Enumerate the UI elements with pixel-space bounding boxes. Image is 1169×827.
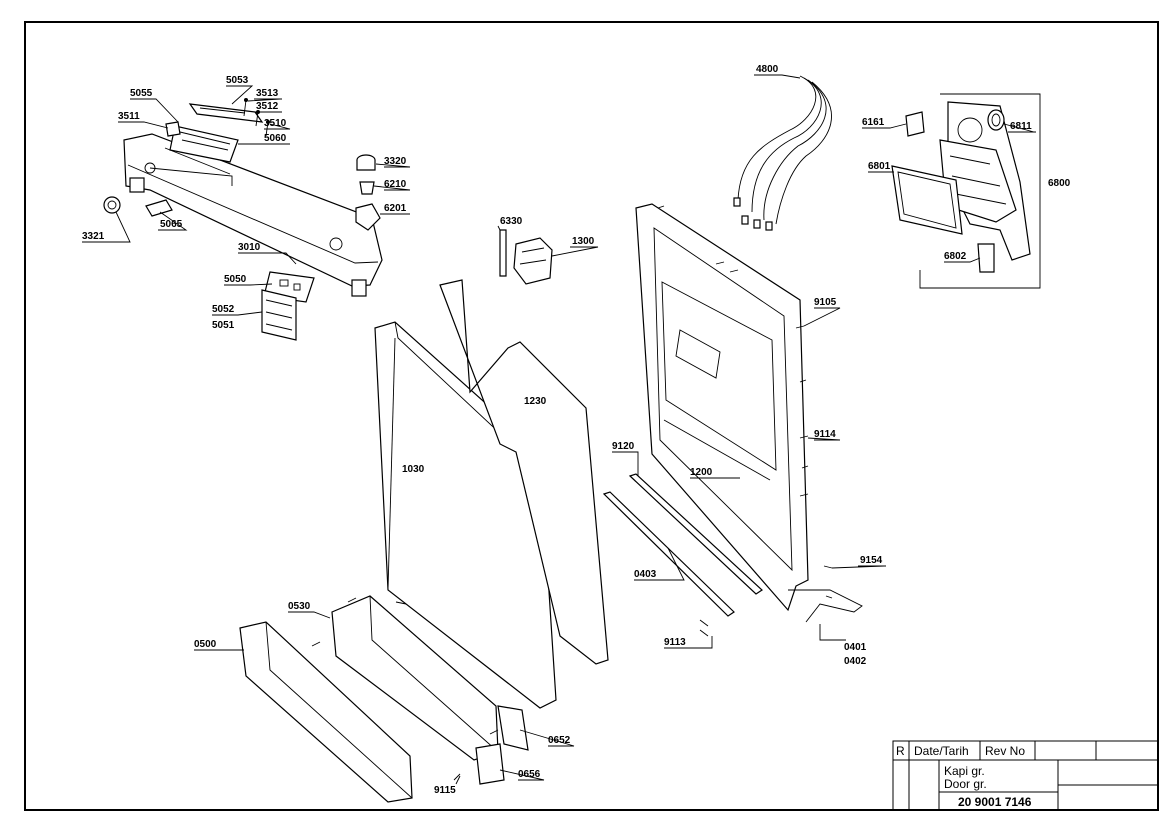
plate-0652 <box>497 705 529 751</box>
insulation-1230 <box>439 279 609 665</box>
part-0656 <box>475 743 505 785</box>
part-labels: 5053 3513 5055 3512 3511 3510 5060 3320 … <box>82 64 1071 796</box>
spring-6210 <box>359 181 375 195</box>
label-9105: 9105 <box>814 297 837 308</box>
label-1030: 1030 <box>402 464 425 475</box>
label-3010: 3010 <box>238 242 261 253</box>
label-5060: 5060 <box>264 133 287 144</box>
label-9154: 9154 <box>860 555 883 566</box>
drawing-frame <box>24 21 1159 811</box>
actuator-6802 <box>977 243 995 273</box>
label-0500: 0500 <box>194 639 217 650</box>
strip-0403 <box>602 491 735 617</box>
label-5065: 5065 <box>160 219 183 230</box>
label-6161: 6161 <box>862 117 885 128</box>
pcb-5051-5052 <box>261 289 297 341</box>
seal-9120 <box>628 473 763 595</box>
label-3510: 3510 <box>264 118 287 129</box>
dispenser-6800 <box>939 101 1031 261</box>
screws-9113 <box>699 619 709 637</box>
label-3512: 3512 <box>256 101 279 112</box>
title-block-r: R <box>896 744 905 758</box>
lock-1300 <box>513 237 553 285</box>
inner-door-1030 <box>374 321 557 709</box>
label-3513: 3513 <box>256 88 279 99</box>
plate-6161 <box>905 111 925 137</box>
cam-6201 <box>355 203 381 231</box>
ring-6811 <box>987 109 1005 131</box>
screws-lower <box>311 597 499 781</box>
label-5053: 5053 <box>226 75 249 86</box>
label-6811: 6811 <box>1010 121 1032 132</box>
label-1230: 1230 <box>524 396 547 407</box>
knob-3321 <box>103 196 121 214</box>
door-frame-1200 <box>635 203 863 623</box>
label-6802: 6802 <box>944 251 967 262</box>
bracket-line-6800 <box>919 93 1041 289</box>
label-1300: 1300 <box>572 236 595 247</box>
label-6801: 6801 <box>868 161 891 172</box>
title-block <box>892 740 1159 811</box>
label-0530: 0530 <box>288 601 311 612</box>
label-underlines <box>82 74 1036 781</box>
label-1200: 1200 <box>690 467 713 478</box>
label-5050: 5050 <box>224 274 247 285</box>
knob-3320 <box>356 154 376 171</box>
label-0656: 0656 <box>518 769 541 780</box>
cover-0500 <box>239 621 413 803</box>
label-3321: 3321 <box>82 231 105 242</box>
title-block-rev: Rev No <box>985 744 1025 758</box>
label-3511: 3511 <box>118 111 140 122</box>
label-0652: 0652 <box>548 735 571 746</box>
screws-3512-3513 <box>243 98 270 137</box>
title-block-name-tr: Kapi gr. <box>944 764 985 778</box>
display-board-5055 <box>169 125 239 163</box>
label-9113: 9113 <box>664 637 686 648</box>
label-5051: 5051 <box>212 320 235 331</box>
control-panel-3010 <box>123 133 383 297</box>
label-6201: 6201 <box>384 203 407 214</box>
label-6330: 6330 <box>500 216 523 227</box>
label-0401: 0401 <box>844 642 867 653</box>
label-0403: 0403 <box>634 569 657 580</box>
label-9114: 9114 <box>814 429 836 440</box>
screws-frame <box>657 205 833 599</box>
display-cover-5053 <box>188 103 264 123</box>
title-block-date: Date/Tarih <box>914 744 969 758</box>
label-9120: 9120 <box>612 441 635 452</box>
label-9115: 9115 <box>434 785 456 796</box>
harness-4800 <box>733 75 832 231</box>
title-block-number: 20 9001 7146 <box>958 795 1032 809</box>
label-4800: 4800 <box>756 64 779 75</box>
label-5052: 5052 <box>212 304 235 315</box>
button-3511 <box>165 121 181 137</box>
label-3320: 3320 <box>384 156 407 167</box>
label-6800: 6800 <box>1048 178 1071 189</box>
label-5055: 5055 <box>130 88 153 99</box>
bracket-6330 <box>499 229 507 277</box>
clip-5065 <box>145 199 173 217</box>
seal-6801 <box>891 165 963 235</box>
label-0402: 0402 <box>844 656 867 667</box>
label-6210: 6210 <box>384 179 407 190</box>
title-block-name-en: Door gr. <box>944 777 987 791</box>
